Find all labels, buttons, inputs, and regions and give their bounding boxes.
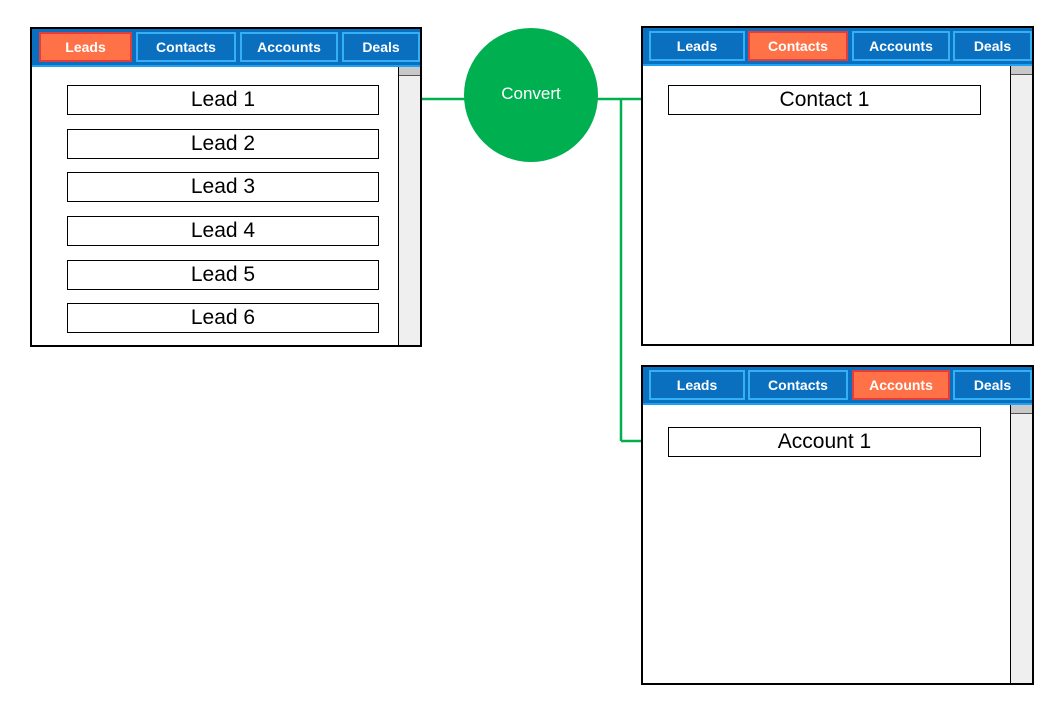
tab-bar: Leads Contacts Accounts Deals <box>643 28 1032 66</box>
accounts-panel: Leads Contacts Accounts Deals Account 1 <box>641 365 1034 685</box>
account-record[interactable]: Account 1 <box>668 427 981 457</box>
tab-leads[interactable]: Leads <box>649 370 745 400</box>
tab-bar: Leads Contacts Accounts Deals <box>643 367 1032 405</box>
tab-contacts[interactable]: Contacts <box>748 370 848 400</box>
tab-leads[interactable]: Leads <box>39 32 132 62</box>
scrollbar-thumb[interactable] <box>1011 405 1032 414</box>
lead-record[interactable]: Lead 1 <box>67 85 379 115</box>
leads-panel: Leads Contacts Accounts Deals Lead 1 Lea… <box>30 27 422 347</box>
lead-record[interactable]: Lead 2 <box>67 129 379 159</box>
tab-deals[interactable]: Deals <box>953 31 1032 61</box>
tab-deals[interactable]: Deals <box>342 32 420 62</box>
lead-record[interactable]: Lead 6 <box>67 303 379 333</box>
tab-accounts[interactable]: Accounts <box>852 370 950 400</box>
tab-accounts[interactable]: Accounts <box>852 31 950 61</box>
scrollbar-thumb[interactable] <box>1011 66 1032 75</box>
tab-contacts[interactable]: Contacts <box>136 32 236 62</box>
lead-record[interactable]: Lead 3 <box>67 172 379 202</box>
scrollbar[interactable] <box>1010 405 1032 683</box>
scrollbar[interactable] <box>398 67 420 345</box>
scrollbar[interactable] <box>1010 66 1032 344</box>
tab-deals[interactable]: Deals <box>953 370 1032 400</box>
tab-contacts[interactable]: Contacts <box>748 31 848 61</box>
lead-record[interactable]: Lead 4 <box>67 216 379 246</box>
convert-node[interactable]: Convert <box>464 28 598 162</box>
tab-bar: Leads Contacts Accounts Deals <box>32 29 420 67</box>
tab-accounts[interactable]: Accounts <box>240 32 338 62</box>
contacts-panel: Leads Contacts Accounts Deals Contact 1 <box>641 26 1034 346</box>
scrollbar-thumb[interactable] <box>399 67 420 76</box>
lead-record[interactable]: Lead 5 <box>67 260 379 290</box>
tab-leads[interactable]: Leads <box>649 31 745 61</box>
contact-record[interactable]: Contact 1 <box>668 85 981 115</box>
